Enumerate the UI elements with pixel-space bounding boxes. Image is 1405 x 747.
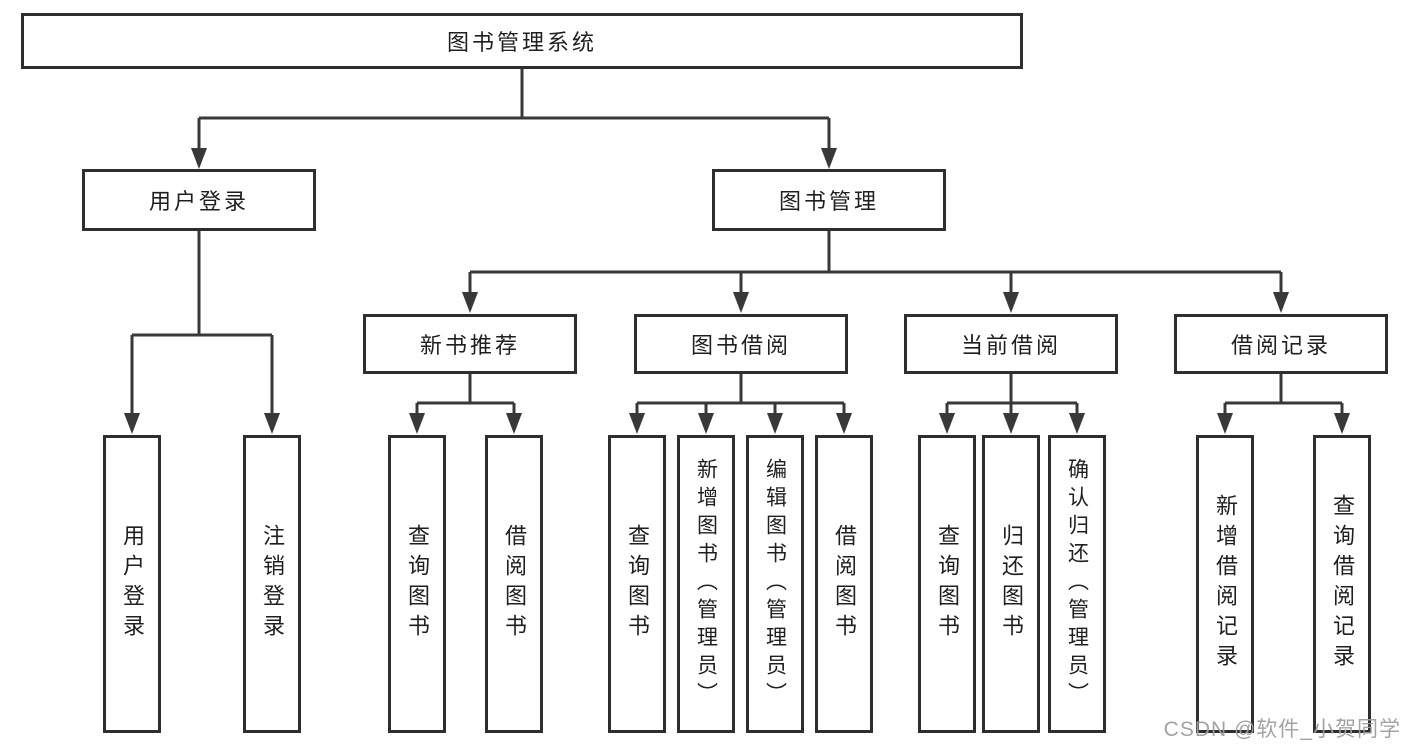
node-leaf-add-book-admin: 新增图书（管理员）: [677, 435, 735, 733]
arrow-down-icon: [836, 413, 852, 434]
leaf-label: 注销登录: [260, 524, 285, 644]
leaf-label: 借阅图书: [502, 524, 527, 644]
leaf-label: 编辑图书（管理员）: [763, 458, 787, 710]
node-leaf-return-book: 归还图书: [982, 435, 1040, 733]
leaf-label: 确认归还（管理员）: [1065, 458, 1089, 710]
arrow-down-icon: [1003, 413, 1019, 434]
node-leaf-confirm-return-admin: 确认归还（管理员）: [1048, 435, 1106, 733]
leaf-label: 查询图书: [625, 524, 650, 644]
node-leaf-query-books: 查询图书: [388, 435, 446, 733]
arrow-down-icon: [939, 413, 955, 434]
leaf-label: 查询借阅记录: [1330, 494, 1355, 674]
arrow-down-icon: [462, 292, 478, 313]
node-leaf-query-books-2: 查询图书: [608, 435, 666, 733]
leaf-label: 归还图书: [999, 524, 1024, 644]
arrow-down-icon: [1069, 413, 1085, 434]
node-root-library-system: 图书管理系统: [21, 13, 1023, 69]
arrow-down-icon: [124, 413, 140, 434]
arrow-down-icon: [733, 292, 749, 313]
arrow-down-icon: [191, 148, 207, 169]
leaf-label: 新增图书（管理员）: [694, 458, 718, 710]
node-leaf-borrow-books-2: 借阅图书: [815, 435, 873, 733]
node-book-borrowing: 图书借阅: [634, 314, 848, 374]
node-leaf-query-borrow-record: 查询借阅记录: [1313, 435, 1371, 733]
arrow-down-icon: [264, 413, 280, 434]
node-leaf-user-login: 用户登录: [103, 435, 161, 733]
node-book-management-module: 图书管理: [712, 169, 946, 231]
node-borrowing-records: 借阅记录: [1174, 314, 1388, 374]
arrow-down-icon: [1003, 292, 1019, 313]
connector-paths: [130, 69, 1344, 417]
arrow-down-icon: [767, 413, 783, 434]
arrow-down-icon: [821, 148, 837, 169]
arrow-down-icon: [1273, 292, 1289, 313]
node-leaf-borrow-books: 借阅图书: [485, 435, 543, 733]
arrow-down-icon: [1334, 413, 1350, 434]
node-leaf-add-borrow-record: 新增借阅记录: [1196, 435, 1254, 733]
arrow-down-icon: [506, 413, 522, 434]
node-leaf-edit-book-admin: 编辑图书（管理员）: [746, 435, 804, 733]
leaf-label: 查询图书: [935, 524, 960, 644]
node-user-login-module: 用户登录: [82, 169, 316, 231]
node-current-borrowing: 当前借阅: [904, 314, 1118, 374]
node-leaf-query-books-3: 查询图书: [918, 435, 976, 733]
arrow-down-icon: [698, 413, 714, 434]
node-leaf-logout: 注销登录: [243, 435, 301, 733]
leaf-label: 借阅图书: [832, 524, 857, 644]
node-new-book-recommendation: 新书推荐: [363, 314, 577, 374]
leaf-label: 新增借阅记录: [1213, 494, 1238, 674]
arrow-down-icon: [1217, 413, 1233, 434]
leaf-label: 查询图书: [405, 524, 430, 644]
leaf-label: 用户登录: [120, 524, 145, 644]
arrow-down-icon: [629, 413, 645, 434]
arrow-down-icon: [409, 413, 425, 434]
arrowheads: [124, 148, 1350, 434]
